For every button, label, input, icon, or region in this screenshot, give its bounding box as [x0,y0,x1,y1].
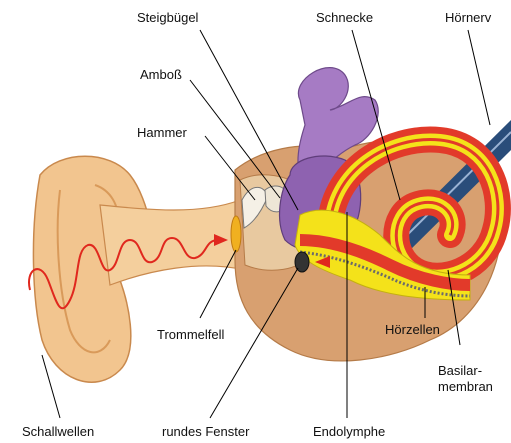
label-rundes-fenster: rundes Fenster [162,424,249,439]
leader-hoernerv [468,30,490,125]
ear-canal [100,200,245,285]
label-steigbuegel: Steigbügel [137,10,198,25]
label-schnecke: Schnecke [316,10,373,25]
label-basilar-line1: Basilar- [438,363,482,378]
label-endolymphe: Endolymphe [313,424,385,439]
label-basilar-line2: membran [438,379,493,394]
label-hoerzellen: Hörzellen [385,322,440,337]
label-amboss: Amboß [140,67,182,82]
label-schallwellen: Schallwellen [22,424,94,439]
label-hoernerv: Hörnerv [445,10,491,25]
label-trommelfell: Trommelfell [157,327,224,342]
label-hammer: Hammer [137,125,187,140]
eardrum [231,216,241,252]
